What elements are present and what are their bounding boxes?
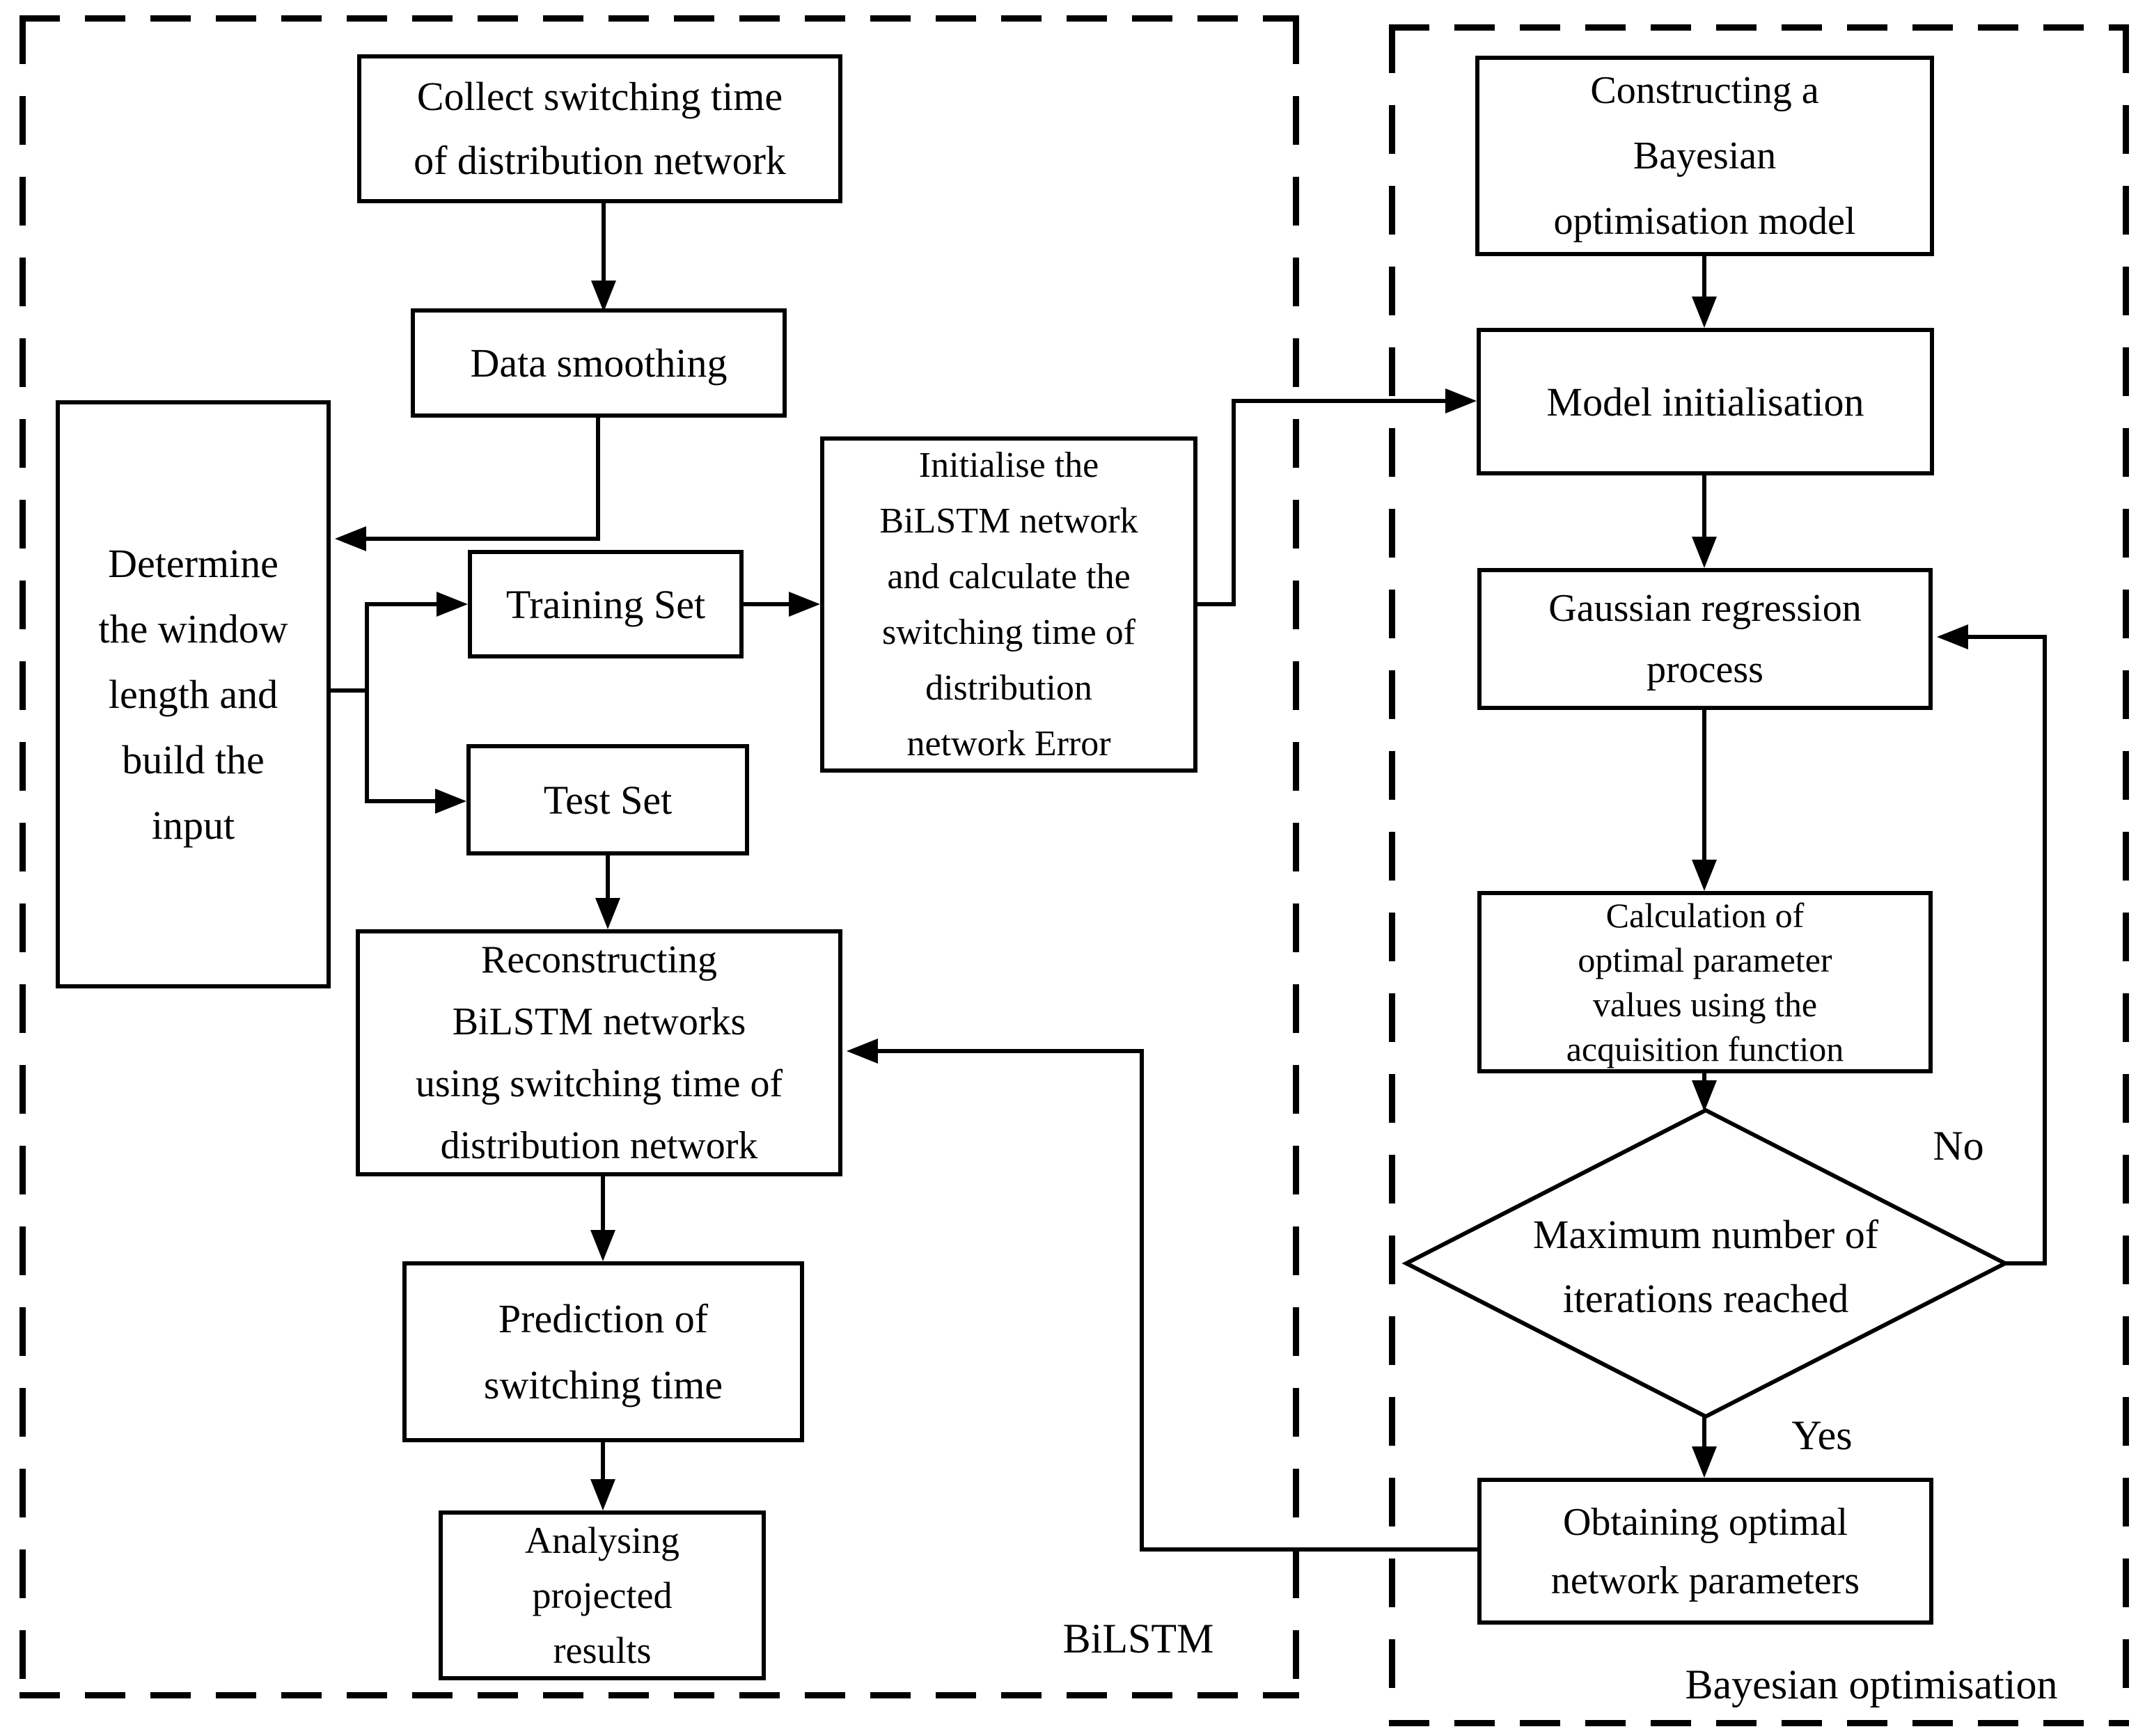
arrowhead-right xyxy=(789,592,820,617)
edge-smoothing-to-determine-v xyxy=(596,418,600,539)
edge-no-loop-vertical xyxy=(2043,637,2047,1265)
node-gaussian-label: Gaussian regression process xyxy=(1548,587,1862,691)
arrowhead-down xyxy=(590,1230,615,1261)
node-training-set: Training Set xyxy=(468,550,744,658)
arrowhead-left xyxy=(847,1039,878,1064)
edge-initialise-to-modelinit-h xyxy=(1232,399,1447,403)
bilstm-container-border-left xyxy=(19,15,26,1698)
bayesian-container-border-top xyxy=(1389,24,2129,31)
bilstm-container-border-top xyxy=(19,15,1299,22)
bilstm-container-border-right xyxy=(1293,15,1299,1698)
node-prediction-switching-time: Prediction of switching time xyxy=(402,1261,804,1442)
node-analysing-results: Analysing projected results xyxy=(439,1510,766,1680)
edge-branch-vertical xyxy=(365,602,369,803)
arrowhead-down xyxy=(1692,537,1717,568)
node-gaussian-regression: Gaussian regression process xyxy=(1477,568,1933,710)
edge-branch-to-test xyxy=(365,799,438,803)
bayesian-container-border-right xyxy=(2123,24,2129,1726)
edge-constructing-to-modelinit xyxy=(1702,256,1706,298)
edge-obtaining-loop-bottom xyxy=(1142,1547,1477,1552)
edge-obtaining-loop-vertical xyxy=(1140,1051,1144,1552)
node-test-label: Test Set xyxy=(543,777,673,823)
edge-calculation-to-diamond xyxy=(1702,1073,1706,1083)
arrowhead-down xyxy=(590,1479,615,1510)
edge-initialise-to-modelinit-v xyxy=(1232,401,1236,606)
node-constructing-label: Constructing a Bayesian optimisation mod… xyxy=(1553,69,1856,243)
edge-smoothing-to-determine-h xyxy=(364,537,600,541)
node-model-init-label: Model initialisation xyxy=(1546,379,1864,425)
node-calculation-label: Calculation of optimal parameter values … xyxy=(1566,896,1844,1068)
node-initialise-bilstm: Initialise the BiLSTM network and calcul… xyxy=(820,436,1197,773)
edge-label-no: No xyxy=(1933,1123,1984,1169)
bilstm-container-label: BiLSTM xyxy=(1062,1616,1214,1662)
edge-obtaining-loop-top xyxy=(876,1049,1144,1053)
node-test-set: Test Set xyxy=(466,744,749,855)
arrowhead-down xyxy=(1692,1080,1717,1112)
node-obtaining-label: Obtaining optimal network parameters xyxy=(1550,1500,1860,1602)
node-prediction-label: Prediction of switching time xyxy=(483,1296,723,1407)
node-obtaining-parameters: Obtaining optimal network parameters xyxy=(1477,1478,1933,1625)
node-constructing-bayesian-model: Constructing a Bayesian optimisation mod… xyxy=(1475,56,1934,256)
node-calculation-acquisition: Calculation of optimal parameter values … xyxy=(1477,891,1933,1073)
node-collect-switching-time: Collect switching time of distribution n… xyxy=(357,54,842,203)
node-determine-label: Determine the window length and build th… xyxy=(98,540,288,848)
node-smoothing-label: Data smoothing xyxy=(470,340,728,386)
arrowhead-down xyxy=(1692,860,1717,891)
edge-gaussian-to-calculation xyxy=(1702,710,1706,861)
node-collect-label: Collect switching time of distribution n… xyxy=(414,74,786,183)
edge-determine-branch-stub xyxy=(331,688,369,693)
arrowhead-left xyxy=(335,526,366,551)
arrowhead-down xyxy=(1692,1446,1717,1478)
edge-prediction-to-analysing xyxy=(601,1442,605,1481)
edge-diamond-to-obtaining xyxy=(1702,1417,1706,1448)
edge-modelinit-to-gaussian xyxy=(1702,475,1706,538)
arrowhead-right xyxy=(435,789,466,814)
edge-training-to-initialise xyxy=(744,602,790,606)
edge-branch-to-training xyxy=(365,602,438,606)
edge-label-yes: Yes xyxy=(1791,1412,1853,1458)
edge-collect-to-smoothing xyxy=(602,203,606,283)
bayesian-container-border-bottom xyxy=(1389,1720,2129,1726)
arrowhead-down xyxy=(591,281,616,312)
edge-test-to-reconstructing xyxy=(606,855,610,899)
node-training-label: Training Set xyxy=(505,581,706,627)
node-initialise-label: Initialise the BiLSTM network and calcul… xyxy=(879,445,1138,764)
arrowhead-right xyxy=(437,592,468,617)
node-reconstructing-label: Reconstructing BiLSTM networks using swi… xyxy=(415,938,783,1167)
node-model-initialisation: Model initialisation xyxy=(1477,328,1934,475)
arrowhead-down xyxy=(1692,297,1717,328)
node-max-iterations-label: Maximum number of iterations reached xyxy=(1532,1212,1879,1321)
node-reconstructing-bilstm: Reconstructing BiLSTM networks using swi… xyxy=(356,929,842,1176)
arrowhead-right xyxy=(1445,388,1477,413)
bayesian-container-border-left xyxy=(1389,24,1395,1726)
arrowhead-left xyxy=(1937,624,1968,649)
node-data-smoothing: Data smoothing xyxy=(411,308,787,418)
arrowhead-down xyxy=(595,898,620,929)
edge-reconstructing-to-prediction xyxy=(601,1176,605,1231)
edge-no-loop-stub xyxy=(2005,1261,2047,1265)
bayesian-container-label: Bayesian optimisation xyxy=(1685,1662,2058,1707)
bilstm-container-border-bottom xyxy=(19,1692,1299,1698)
edge-no-loop-horizontal xyxy=(1966,635,2047,639)
edge-initialise-to-modelinit-stub xyxy=(1197,602,1236,606)
node-determine-window-length: Determine the window length and build th… xyxy=(56,400,331,988)
node-analysing-label: Analysing projected results xyxy=(525,1519,679,1671)
